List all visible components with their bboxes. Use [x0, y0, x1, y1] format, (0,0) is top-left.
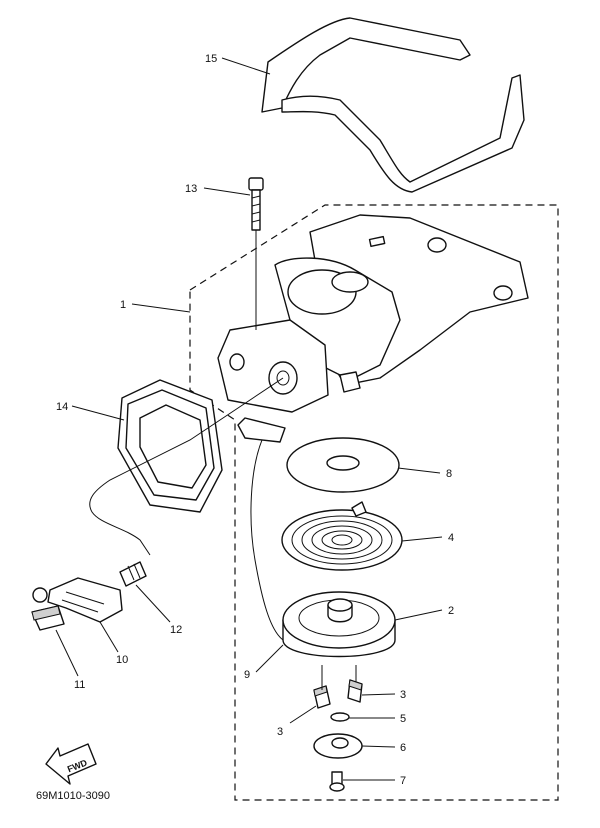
callout-1: 1 — [120, 299, 126, 311]
callout-13: 13 — [185, 183, 197, 195]
part-7-screw — [329, 771, 345, 792]
callout-3-left: 3 — [277, 726, 283, 738]
leader-9 — [255, 644, 284, 673]
leader-10 — [99, 621, 119, 653]
part-5-clip — [330, 712, 350, 722]
callout-12: 12 — [170, 624, 182, 636]
leader-3-right — [361, 693, 396, 696]
leader-13 — [203, 187, 251, 196]
callout-9: 9 — [244, 669, 250, 681]
callout-7: 7 — [400, 775, 406, 787]
leader-12 — [135, 584, 171, 623]
fwd-arrow-icon: FWD — [45, 743, 97, 785]
leader-8 — [397, 467, 441, 474]
leader-15 — [221, 57, 271, 75]
part-13-bolt — [248, 177, 264, 231]
leader-2 — [394, 609, 443, 621]
callout-10: 10 — [116, 654, 128, 666]
part-9-rope — [250, 439, 284, 641]
callout-15: 15 — [205, 53, 217, 65]
leader-4 — [401, 536, 443, 542]
callout-6: 6 — [400, 742, 406, 754]
callout-8: 8 — [446, 468, 452, 480]
part-14-grommet — [117, 379, 223, 513]
part-8-plate — [286, 437, 400, 493]
callout-2: 2 — [448, 605, 454, 617]
part-1-starter-housing — [217, 214, 529, 443]
callout-5: 5 — [400, 713, 406, 725]
part-4-spiral-spring — [281, 501, 403, 571]
part-10-starter-handle — [47, 577, 123, 623]
part-3-pawl-right — [347, 679, 363, 703]
part-2-sheave-drum — [282, 591, 396, 658]
diagram-code: 69M1010-3090 — [36, 790, 110, 802]
callout-4: 4 — [448, 532, 454, 544]
callout-3-right: 3 — [400, 689, 406, 701]
part-11-lanyard-clip — [31, 587, 65, 631]
assembly-boundary — [189, 204, 559, 801]
part-3-pawl-left — [313, 685, 331, 709]
part-15-seal-frame — [261, 17, 525, 193]
leader-11 — [55, 629, 79, 677]
starter-rope — [89, 377, 284, 556]
leader-14 — [71, 405, 125, 421]
callout-14: 14 — [56, 401, 68, 413]
part-12-rope-holder — [119, 561, 147, 587]
part-6-drive-plate — [313, 733, 363, 759]
leader-6 — [361, 745, 396, 748]
leader-3-left — [289, 705, 317, 724]
callout-11: 11 — [74, 679, 85, 691]
leader-1 — [131, 303, 191, 313]
